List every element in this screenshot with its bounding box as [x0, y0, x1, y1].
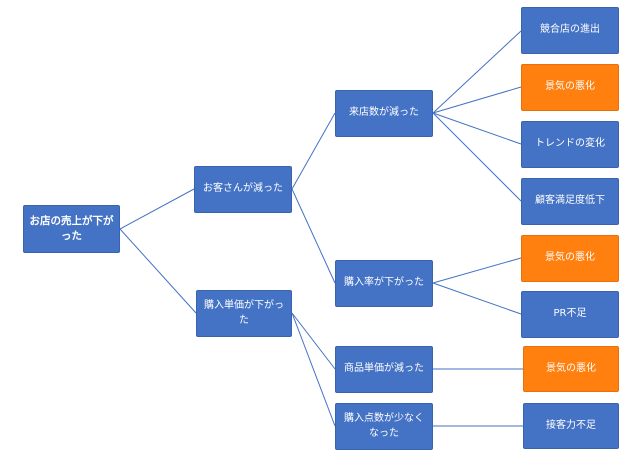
service-shortage-label: 接客力不足: [546, 419, 596, 431]
economy-worse-node: 景気の悪化: [521, 64, 619, 111]
economy-worse-label: 景気の悪化: [545, 81, 595, 93]
connector-line: [432, 30, 522, 114]
satisfaction-drop-label: 顧客満足度低下: [535, 195, 605, 207]
connector-line: [291, 188, 336, 284]
satisfaction-drop-node: 顧客満足度低下: [521, 178, 619, 225]
fewer-customers-node: お客さんが減った: [194, 166, 292, 213]
pr-shortage-label: PR不足: [553, 308, 587, 320]
fewer-items-label: 購入点数が少なくなった: [344, 413, 424, 439]
service-shortage-node: 接客力不足: [523, 403, 619, 449]
economy-worse-label: 景気の悪化: [546, 362, 596, 374]
connector-line: [432, 257, 522, 284]
connector-line: [432, 112, 522, 202]
lower-unit-price-node: 購入単価が下がった: [196, 290, 292, 337]
lower-product-price-label: 商品単価が減った: [344, 363, 424, 375]
lower-unit-price-label: 購入単価が下がった: [204, 300, 284, 326]
connector-line: [291, 312, 336, 370]
lower-purchase-rate-node: 購入率が下がった: [335, 260, 433, 307]
connector-line: [432, 112, 522, 145]
connector-line: [432, 86, 522, 114]
connector-line: [119, 188, 195, 230]
pr-shortage-node: PR不足: [521, 291, 619, 338]
lower-product-price-node: 商品単価が減った: [335, 346, 433, 393]
connector-line: [291, 312, 336, 427]
economy-worse-node: 景気の悪化: [523, 346, 619, 392]
root-node: お店の売上が下がった: [23, 205, 120, 253]
fewer-items-node: 購入点数が少なくなった: [335, 403, 433, 450]
economy-worse-node: 景気の悪化: [521, 235, 619, 282]
competitor-entry-node: 競合店の進出: [521, 7, 619, 54]
fewer-visits-node: 来店数が減った: [335, 90, 433, 137]
fewer-customers-label: お客さんが減った: [203, 183, 283, 195]
connector-line: [432, 282, 522, 315]
connector-line: [119, 228, 197, 314]
economy-worse-label: 景気の悪化: [545, 252, 595, 264]
fewer-visits-label: 来店数が減った: [349, 107, 419, 119]
trend-change-node: トレンドの変化: [521, 121, 619, 168]
root-node-label: お店の売上が下がった: [29, 214, 114, 242]
lower-purchase-rate-label: 購入率が下がった: [344, 277, 424, 289]
competitor-entry-label: 競合店の進出: [540, 24, 600, 36]
trend-change-label: トレンドの変化: [535, 138, 605, 150]
connector-line: [291, 112, 336, 190]
